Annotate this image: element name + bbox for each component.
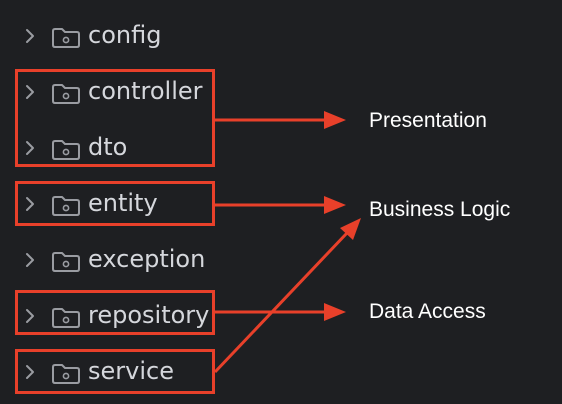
service-to-business-logic-arrow: [213, 218, 361, 374]
tree-item-label: dto: [88, 133, 128, 161]
business-logic-group-box: [15, 181, 215, 226]
folder-icon: [52, 140, 80, 160]
presentation-arrow: [215, 111, 346, 129]
tree-item-label: config: [88, 21, 162, 49]
service-group-box: [15, 349, 215, 394]
chevron-right-icon[interactable]: [23, 364, 37, 380]
tree-item-label: service: [88, 357, 174, 385]
folder-icon: [52, 196, 80, 216]
tree-item-exception[interactable]: exception: [0, 242, 240, 278]
presentation-label: Presentation: [369, 109, 487, 132]
folder-icon: [52, 308, 80, 328]
chevron-right-icon[interactable]: [23, 140, 37, 156]
folder-icon: [52, 252, 80, 272]
tree-item-label: repository: [88, 301, 210, 329]
chevron-right-icon[interactable]: [23, 28, 37, 44]
presentation-group-box: [15, 69, 215, 167]
tree-item-repository[interactable]: repository: [0, 298, 240, 334]
folder-icon: [52, 364, 80, 384]
business-logic-label: Business Logic: [369, 198, 511, 221]
tree-item-label: exception: [88, 245, 206, 273]
tree-item-config[interactable]: config: [0, 18, 240, 54]
data-access-label: Data Access: [369, 300, 486, 323]
data-access-arrow: [215, 303, 346, 321]
chevron-right-icon[interactable]: [23, 308, 37, 324]
chevron-right-icon[interactable]: [23, 252, 37, 268]
tree-item-service[interactable]: service: [0, 354, 240, 390]
tree-item-label: controller: [88, 77, 203, 105]
folder-icon: [52, 84, 80, 104]
tree-item-entity[interactable]: entity: [0, 186, 240, 222]
tree-item-dto[interactable]: dto: [0, 130, 240, 166]
folder-icon: [52, 28, 80, 48]
data-access-group-box: [15, 290, 215, 335]
tree-item-controller[interactable]: controller: [0, 74, 240, 110]
chevron-right-icon[interactable]: [23, 196, 37, 212]
chevron-right-icon[interactable]: [23, 84, 37, 100]
business-logic-arrow: [215, 196, 346, 214]
tree-item-label: entity: [88, 189, 158, 217]
